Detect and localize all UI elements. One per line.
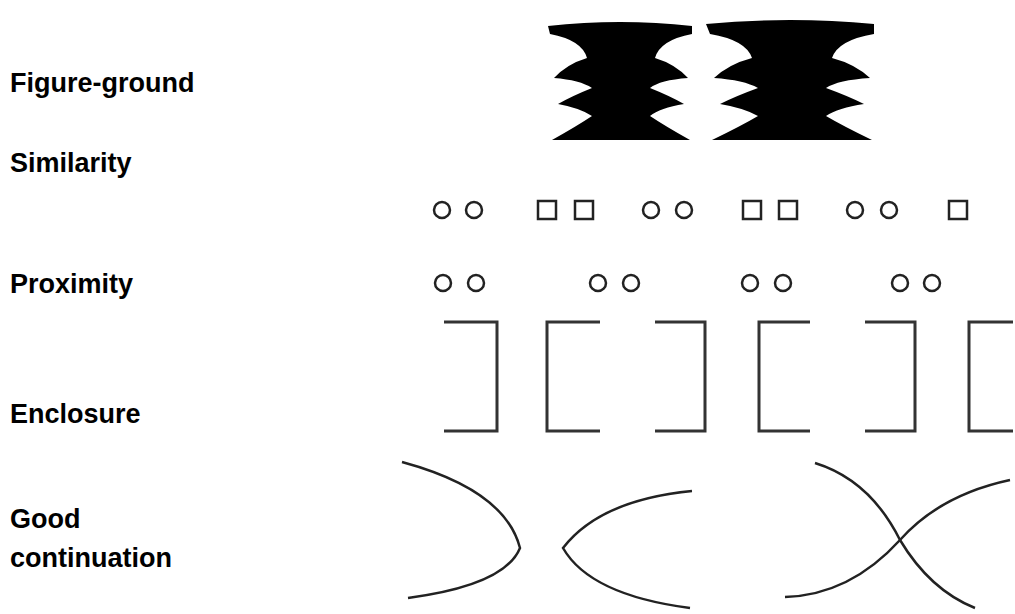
continuation-curves — [402, 462, 1010, 608]
proximity-row — [435, 275, 940, 291]
principle-label: Similarity — [10, 144, 270, 183]
similarity-row — [434, 201, 967, 219]
principle-label: Figure-ground — [10, 64, 270, 103]
principle-label: Good continuation — [10, 500, 205, 578]
principle-label: Proximity — [10, 265, 270, 304]
principle-label: Enclosure — [10, 395, 270, 434]
enclosure-brackets — [444, 322, 1013, 431]
figure-ground-vases — [548, 20, 874, 140]
